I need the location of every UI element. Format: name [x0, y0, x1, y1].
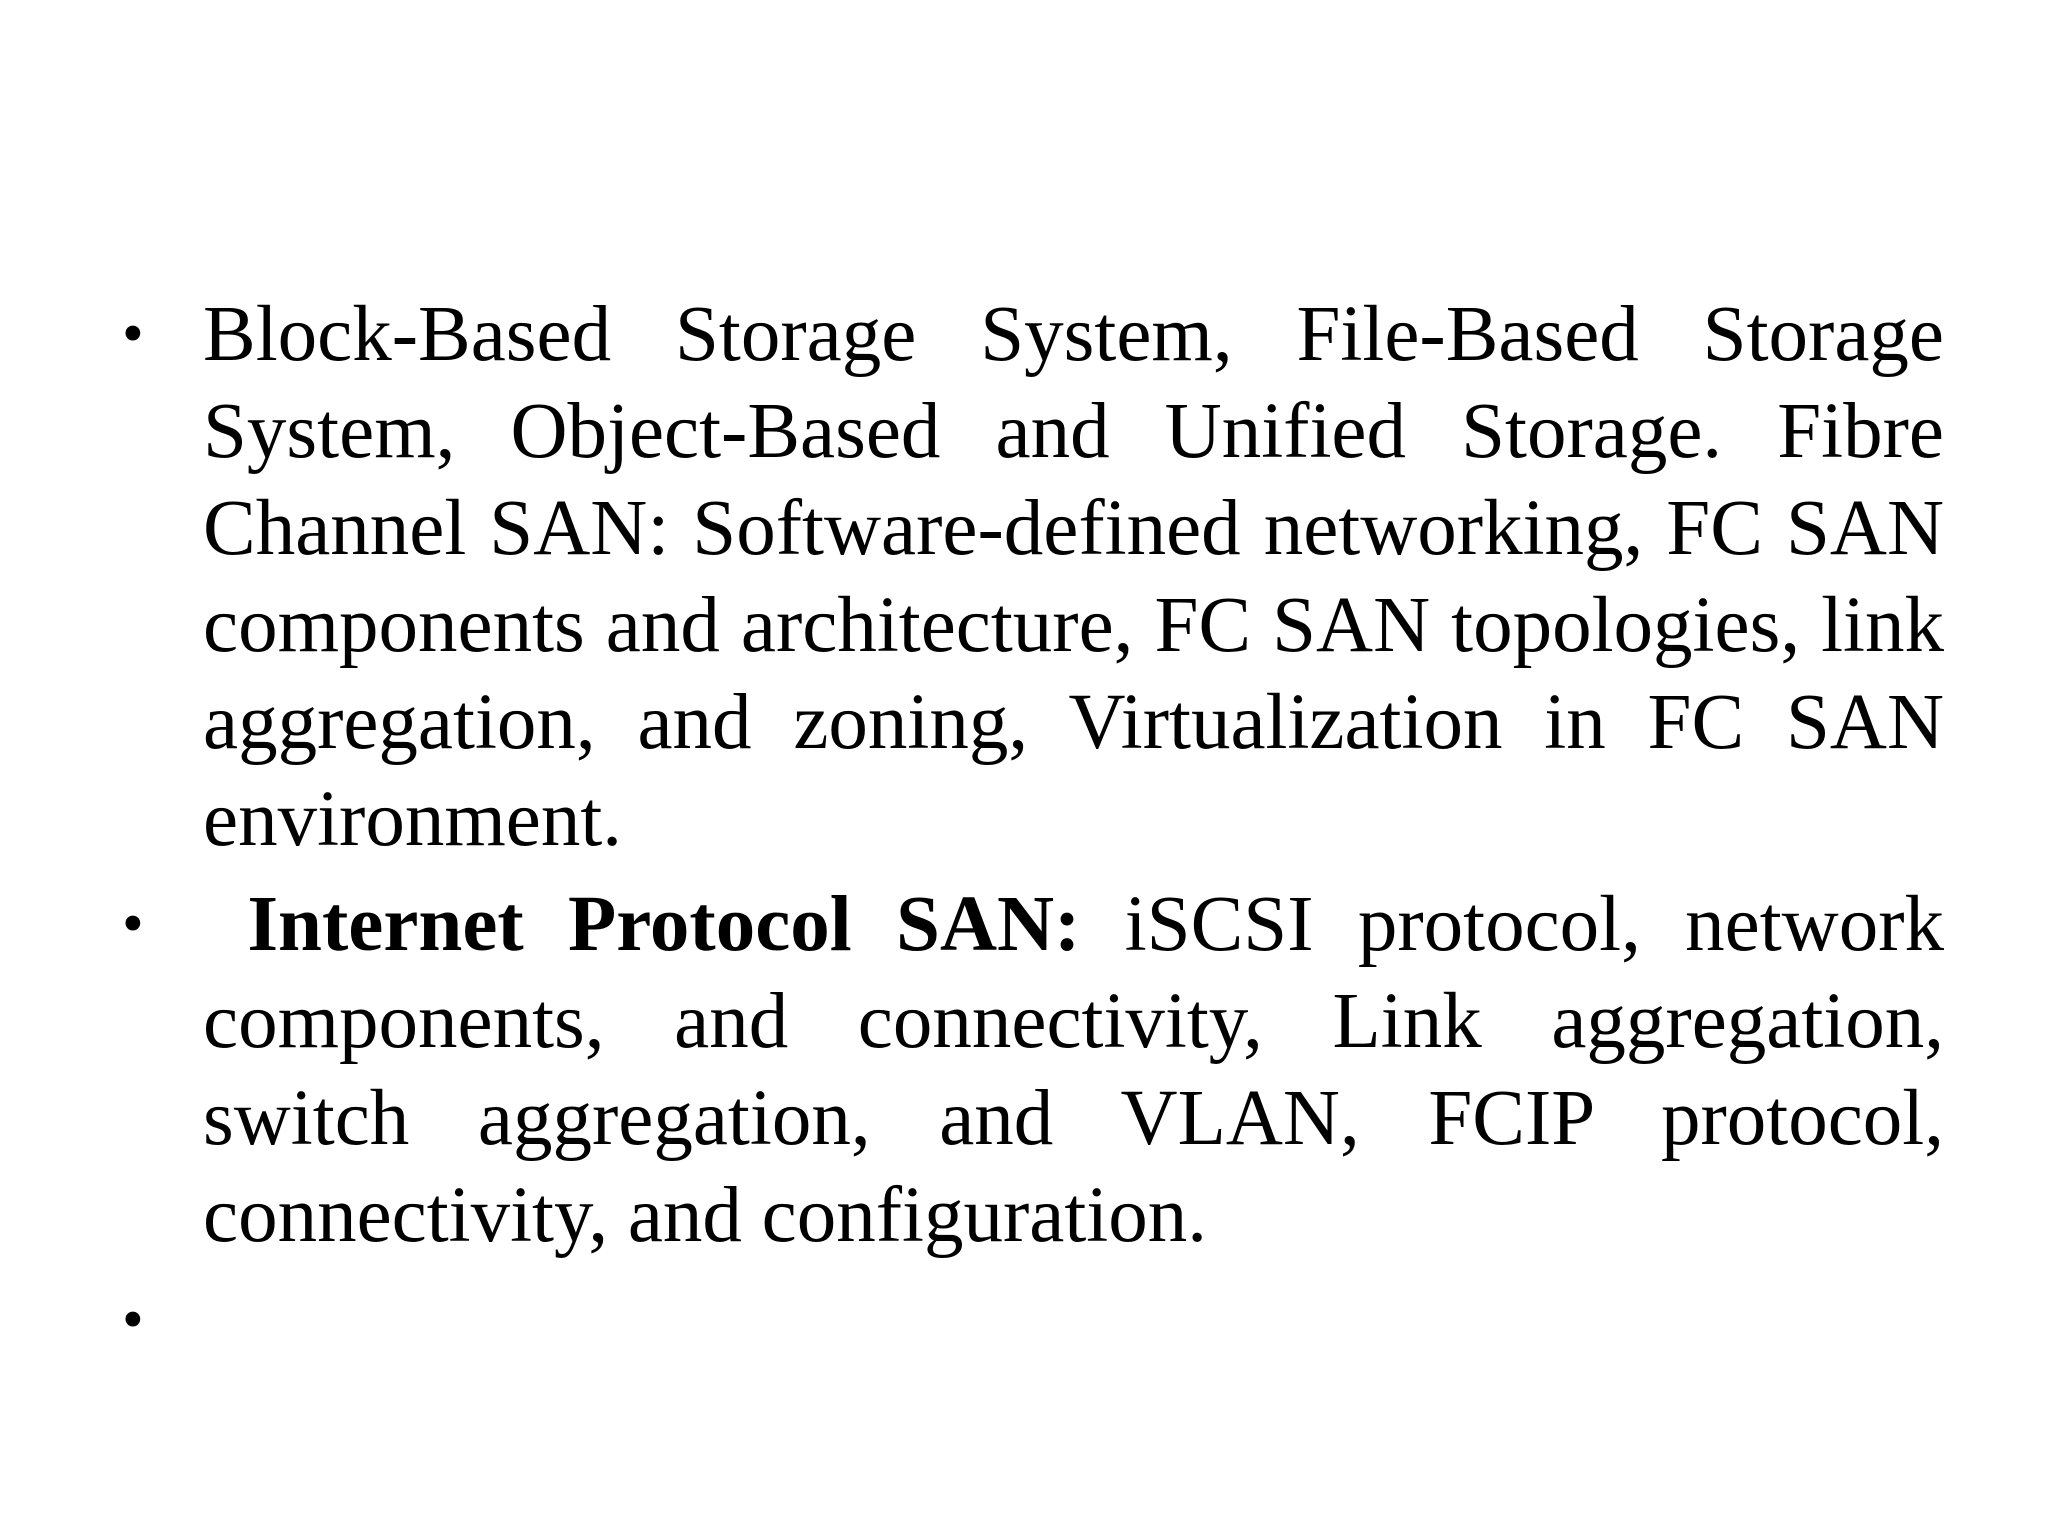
- bullet-item-empty: •: [122, 1272, 1944, 1369]
- bullet-icon: •: [122, 890, 144, 958]
- bullet-heading: Internet Protocol SAN:: [203, 881, 1081, 968]
- bullet-icon: •: [122, 300, 144, 368]
- bullet-list: • Block-Based Storage System, File-Based…: [122, 286, 1944, 1369]
- bullet-item-storage-systems: • Block-Based Storage System, File-Based…: [122, 286, 1944, 868]
- bullet-item-ip-san: • Internet Protocol SAN: iSCSI protocol,…: [122, 876, 1944, 1264]
- bullet-text: Block-Based Storage System, File-Based S…: [203, 291, 1944, 863]
- bullet-icon: •: [122, 1286, 144, 1354]
- bullet-text: iSCSI protocol, network components, and …: [203, 881, 1945, 1259]
